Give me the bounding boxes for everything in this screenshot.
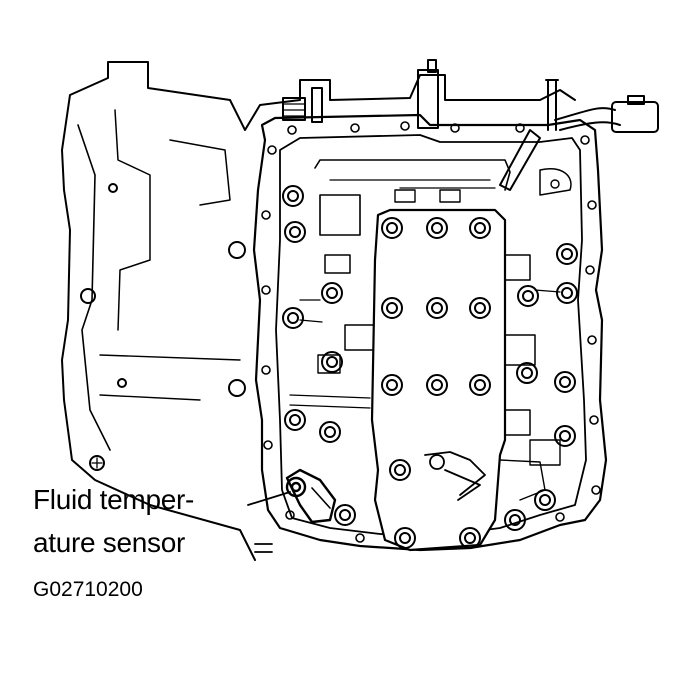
callout-label-line-2: ature sensor (33, 527, 186, 558)
harness-connector (611, 101, 659, 133)
sensor-harness (554, 107, 621, 131)
callout-label-line-1: Fluid temper- (33, 484, 195, 515)
figure-code: G02710200 (33, 578, 143, 601)
valve-body-bolts (381, 217, 491, 549)
flange-bolt-holes (261, 121, 601, 545)
transmission-case (61, 61, 576, 561)
pan-bolts (282, 185, 578, 531)
shaft-top (282, 97, 306, 121)
fluid-temperature-sensor (285, 468, 337, 524)
pan-gasket-flange (252, 113, 608, 552)
callout-leader (247, 491, 291, 506)
